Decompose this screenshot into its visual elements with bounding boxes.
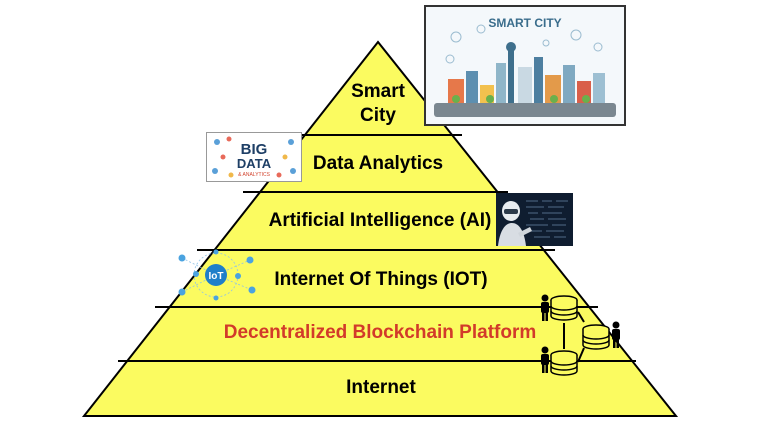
iot-illustration: IoT xyxy=(178,249,256,301)
person-icon xyxy=(612,321,620,348)
big-data-subtitle: & ANALYTICS xyxy=(238,172,271,178)
iot-label: IoT xyxy=(209,271,224,282)
smart-city-illustration: SMART CITY xyxy=(426,7,624,124)
big-data-title-big: BIG xyxy=(241,141,268,158)
ai-robot-illustration xyxy=(496,193,573,246)
ai-robot-image xyxy=(496,193,573,246)
database-icon xyxy=(582,324,610,350)
layer-label-city: City xyxy=(360,105,396,126)
smart-city-image: SMART CITY xyxy=(424,5,626,126)
layer-label-smart: Smart xyxy=(351,81,406,102)
layer-label-data-analytics: Data Analytics xyxy=(313,153,443,174)
layer-label-iot: Internet Of Things (IOT) xyxy=(274,269,487,290)
iot-image: IoT xyxy=(170,248,262,302)
database-icon xyxy=(550,350,578,376)
smart-city-title: SMART CITY xyxy=(488,16,561,30)
layer-label-blockchain: Decentralized Blockchain Platform xyxy=(224,322,537,343)
layer-label-ai: Artificial Intelligence (AI) xyxy=(269,210,492,231)
big-data-illustration: BIG DATA & ANALYTICS xyxy=(212,136,296,178)
person-icon xyxy=(541,294,549,321)
database-icon xyxy=(550,295,578,321)
big-data-title-data: DATA xyxy=(237,156,272,171)
layer-label-internet: Internet xyxy=(346,377,416,398)
blockchain-network-icon xyxy=(541,294,620,376)
person-icon xyxy=(541,346,549,373)
big-data-image: BIG DATA & ANALYTICS xyxy=(206,132,302,182)
